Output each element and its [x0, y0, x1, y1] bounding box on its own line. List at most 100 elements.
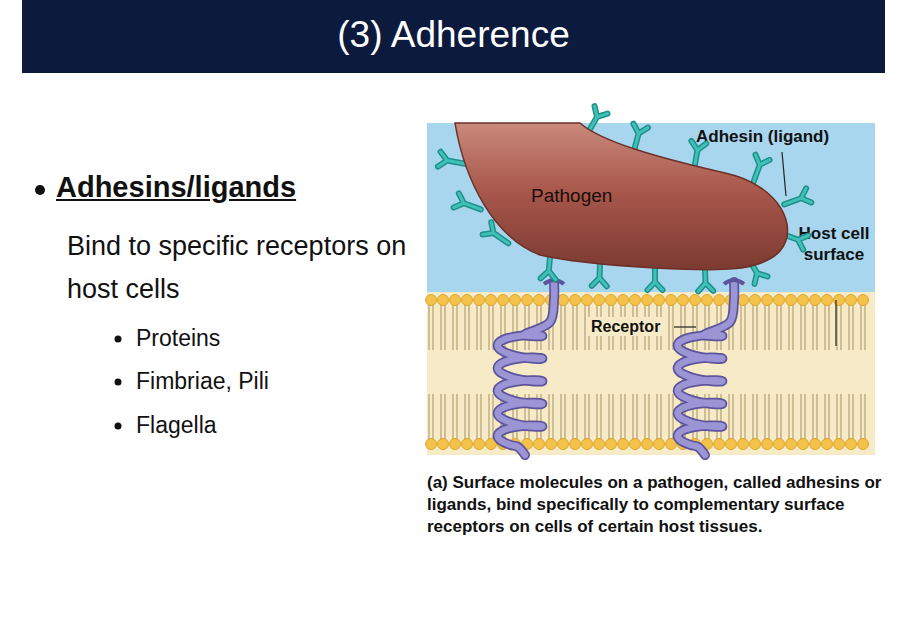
lipid-tail [732, 394, 733, 444]
lipid-tail [584, 394, 585, 444]
lipid-tail [632, 394, 633, 444]
phospholipid-head [426, 439, 437, 450]
lipid-tail [488, 300, 489, 350]
part-label: Host cell surface [796, 223, 872, 266]
lipid-tail [660, 394, 661, 444]
lipid-tail [584, 300, 585, 350]
phospholipid-head [426, 295, 437, 306]
receptor-protein [678, 282, 735, 455]
phospholipid-head [438, 295, 449, 306]
lipid-tail [572, 300, 573, 350]
phospholipid-head [762, 439, 773, 450]
phospholipid-head [582, 439, 593, 450]
lipid-tail [788, 394, 789, 444]
lipid-tail [708, 300, 709, 350]
lipid-tail [792, 300, 793, 350]
lipid-tail [836, 394, 837, 444]
lipid-tail [824, 300, 825, 350]
phospholipid-head [522, 295, 533, 306]
pathogen-outline [455, 123, 800, 273]
adhesin-outline [588, 106, 608, 132]
lipid-tail [776, 394, 777, 444]
adhesin-outline [633, 124, 647, 151]
phospholipid-head [534, 295, 545, 306]
lipid-tail [744, 394, 745, 444]
adhesin [784, 188, 811, 204]
phospholipid-head [618, 295, 629, 306]
lipid-tail [456, 300, 457, 350]
lipid-tail [836, 300, 837, 350]
lipid-tail [692, 300, 693, 350]
bullet [115, 423, 122, 430]
extracellular-space [427, 123, 875, 455]
phospholipid-head [570, 439, 581, 450]
lipid-tail [488, 394, 489, 444]
phospholipid-head [450, 295, 461, 306]
phospholipid-head [438, 439, 449, 450]
phospholipid-head [594, 295, 605, 306]
phospholipid-head [774, 295, 785, 306]
lipid-tail [764, 300, 765, 350]
lipid-tail [528, 300, 529, 350]
lipid-tail [452, 300, 453, 350]
leader-line [782, 152, 786, 196]
lipid-tail [516, 300, 517, 350]
lipid-tail [728, 394, 729, 444]
phospholipid-head [654, 295, 665, 306]
lipid-tail [608, 394, 609, 444]
lipid-tail [804, 300, 805, 350]
bullet [115, 336, 122, 343]
pathogen-label: Pathogen [531, 185, 612, 207]
lipid-tail [624, 394, 625, 444]
phospholipid-head [750, 295, 761, 306]
lipid-tail [812, 300, 813, 350]
lipid-tail [456, 394, 457, 444]
lipid-tail [792, 394, 793, 444]
leader-line [674, 326, 696, 327]
lipid-tail [668, 300, 669, 350]
phospholipid-head [618, 439, 629, 450]
phospholipid-head [810, 295, 821, 306]
phospholipid-head [510, 295, 521, 306]
lipid-tail [864, 300, 865, 350]
lipid-tail [860, 300, 861, 350]
phospholipid-head [834, 295, 845, 306]
phospholipid-head [786, 295, 797, 306]
lipid-tail [740, 300, 741, 350]
phospholipid-head [798, 439, 809, 450]
bullet-text: Proteins [136, 325, 220, 353]
lipid-tail [440, 394, 441, 444]
phospholipid-head [810, 439, 821, 450]
receptor-protein [498, 282, 555, 455]
phospholipid-head [534, 439, 545, 450]
lipid-tail [560, 300, 561, 350]
bullet-text: Bind to specific receptors on host cells [67, 225, 407, 311]
phospholipid-head [630, 295, 641, 306]
lipid-tail [428, 394, 429, 444]
lipid-tail [768, 394, 769, 444]
phospholipid-head [822, 295, 833, 306]
adhesin [588, 106, 608, 132]
lipid-tail [564, 300, 565, 350]
lipid-tail [444, 300, 445, 350]
lipid-tail [848, 394, 849, 444]
lipid-tail [596, 394, 597, 444]
lipid-tail [816, 300, 817, 350]
phospholipid-head [546, 439, 557, 450]
phospholipid-head [690, 295, 701, 306]
lipid-bilayer [426, 295, 869, 450]
phospholipid-head [834, 439, 845, 450]
lipid-tail [512, 300, 513, 350]
part-label: Adhesin (ligand) [696, 127, 829, 147]
figure-caption: (a) Surface molecules on a pathogen, cal… [427, 472, 882, 538]
phospholipid-head [486, 295, 497, 306]
pathogen-cell: Pathogen [455, 123, 800, 273]
title-bar [22, 0, 885, 73]
bullet [115, 379, 122, 386]
phospholipid-head [846, 295, 857, 306]
phospholipid-head [798, 295, 809, 306]
lipid-tail [620, 394, 621, 444]
lipid-tail [776, 300, 777, 350]
lipid-tail [480, 394, 481, 444]
